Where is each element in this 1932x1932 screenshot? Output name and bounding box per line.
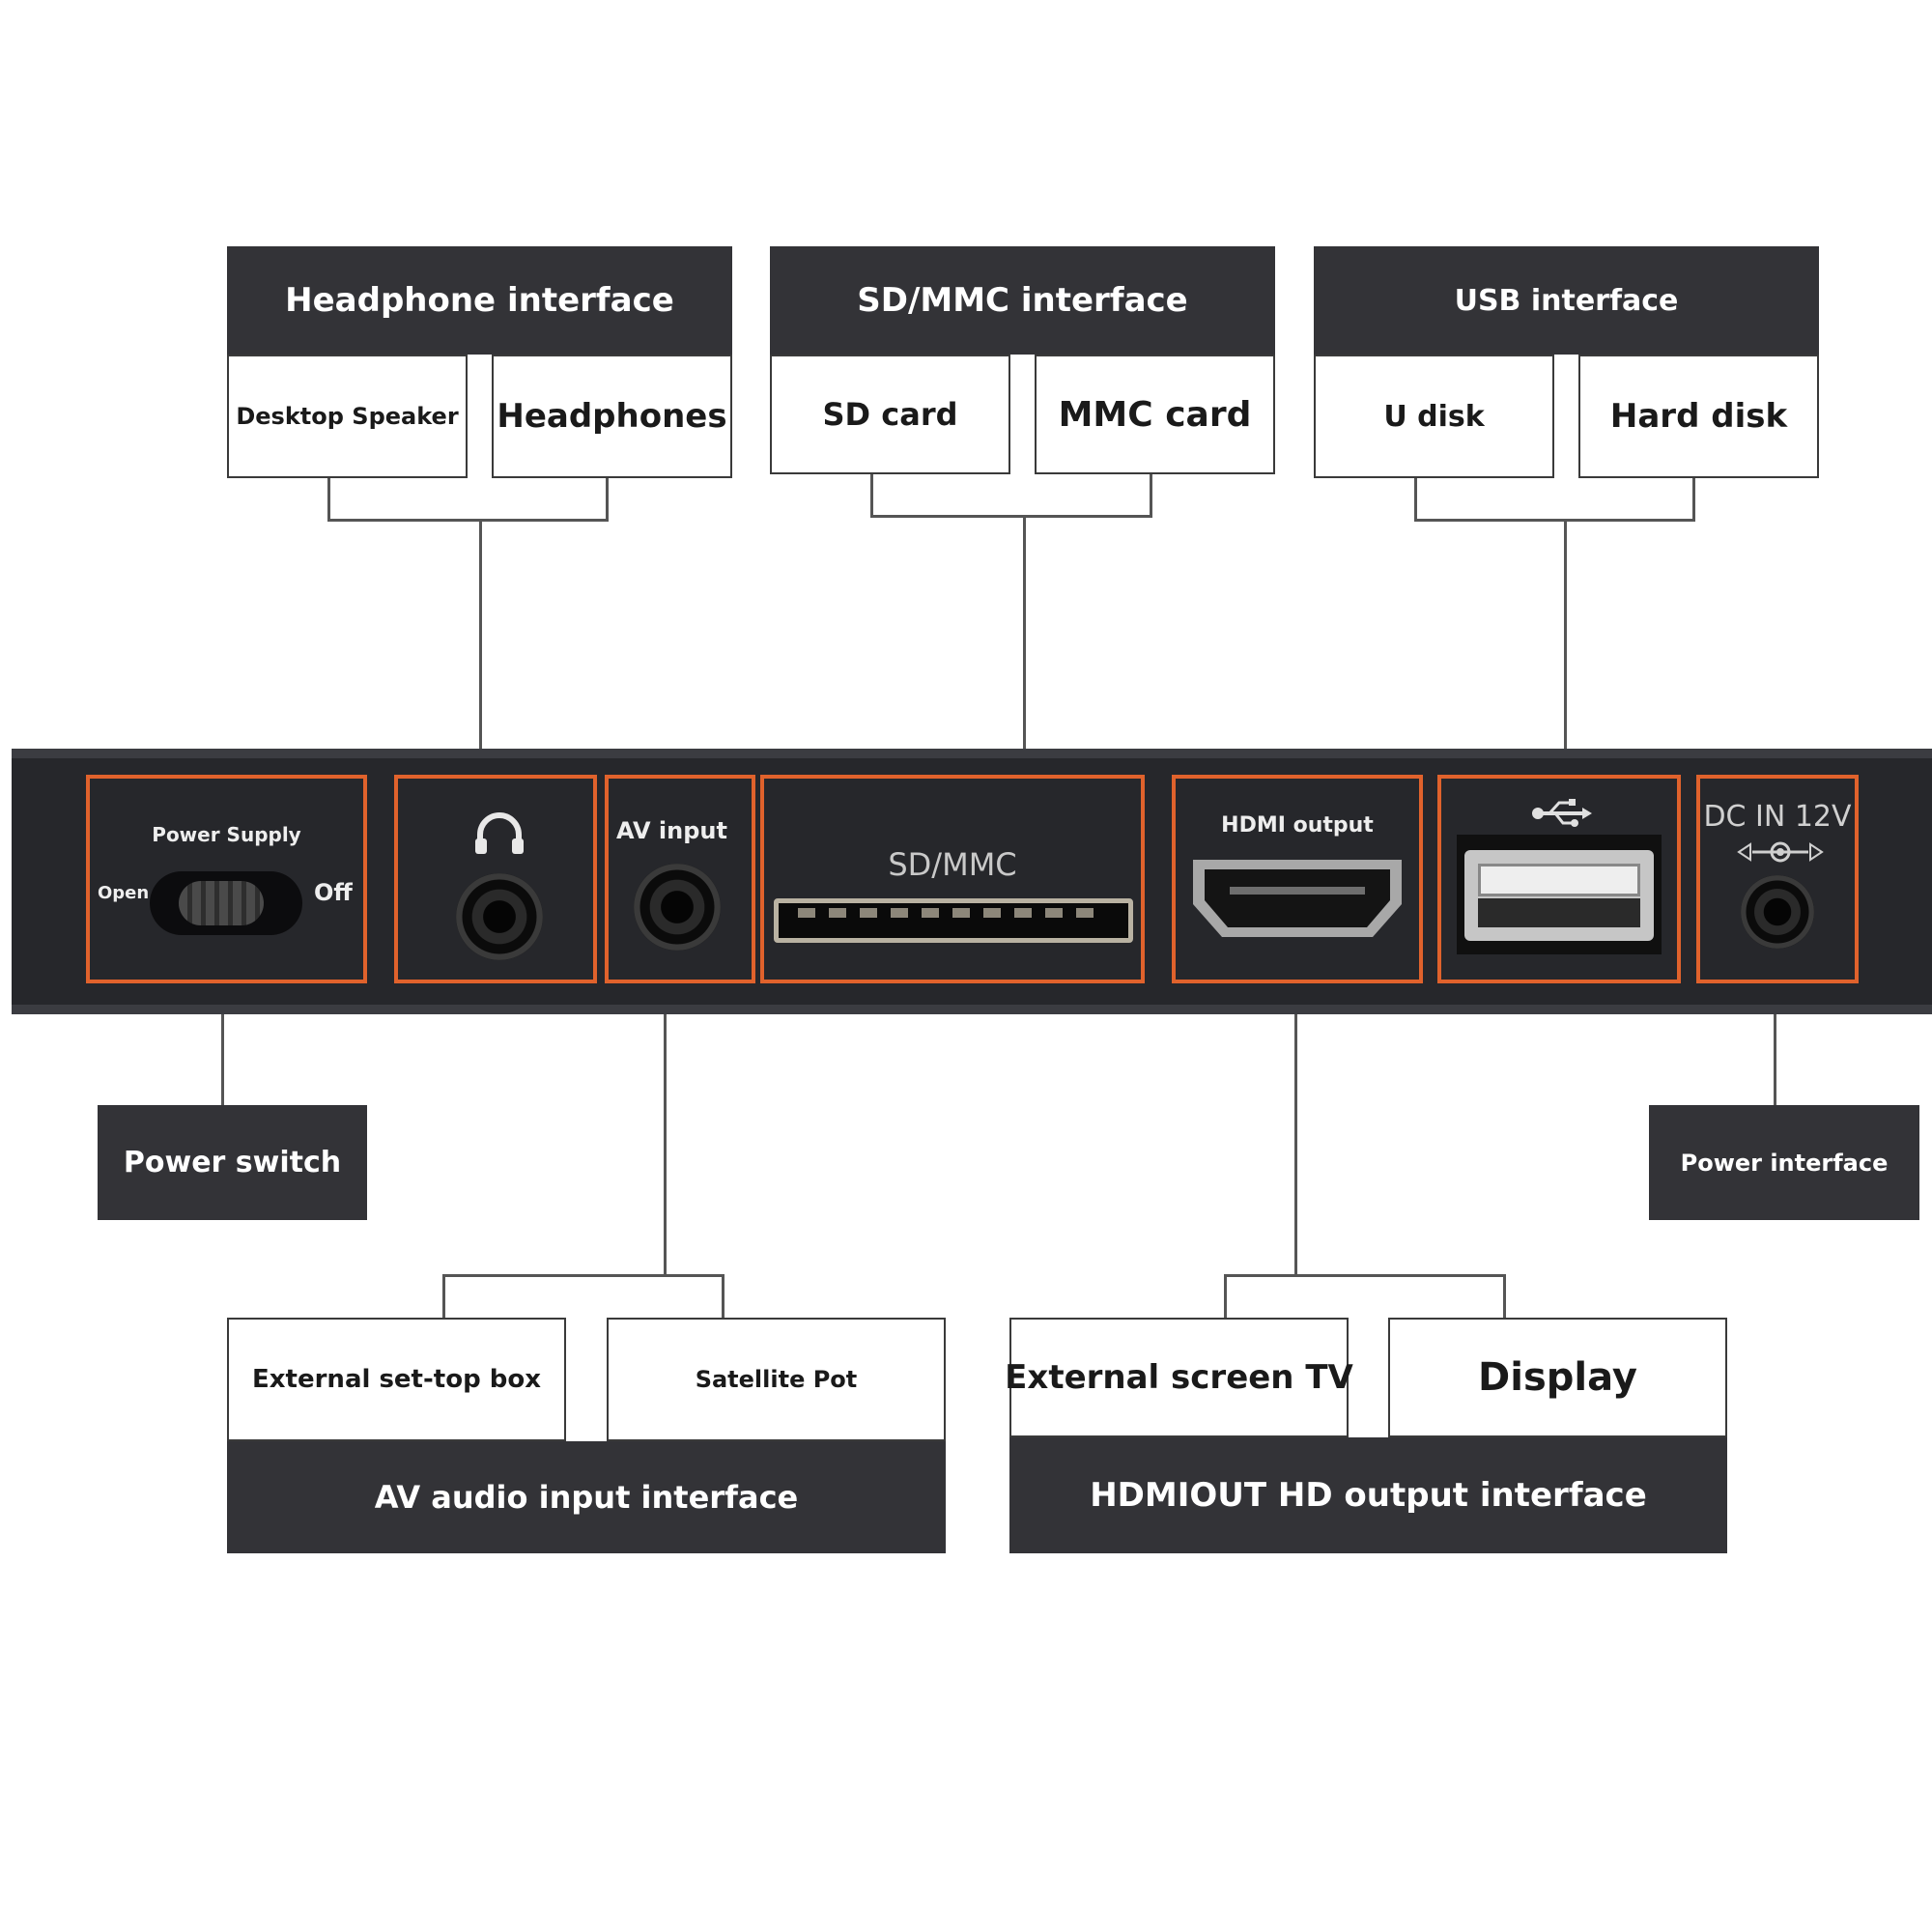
usb-icon (1532, 799, 1592, 827)
connector-line (327, 519, 609, 522)
power-switch-label-box: Power switch (98, 1105, 367, 1220)
av-input-jack[interactable] (634, 864, 721, 951)
connector-line (1224, 1274, 1506, 1277)
sd-card-box: SD card (770, 355, 1010, 474)
connector-line (1503, 1274, 1506, 1319)
external-screen-tv-label: External screen TV (1005, 1358, 1353, 1397)
headphones-icon (475, 812, 524, 854)
headphone-interface-title: Headphone interface (285, 281, 674, 320)
desktop-speaker-label: Desktop Speaker (236, 403, 459, 430)
open-label: Open (98, 883, 150, 903)
usb-shell (1464, 850, 1654, 941)
u-disk-box: U disk (1314, 355, 1554, 478)
external-set-top-box-label: External set-top box (252, 1365, 541, 1394)
dc-in-jack[interactable] (1741, 875, 1814, 949)
hdmi-output-label: HDMI output (1221, 813, 1374, 838)
sdmmc-interface-header: SD/MMC interface (770, 246, 1275, 355)
external-set-top-box-box: External set-top box (227, 1318, 566, 1441)
switch-knob (179, 881, 264, 925)
satellite-pot-box: Satellite Pot (607, 1318, 946, 1441)
hard-disk-label: Hard disk (1609, 397, 1788, 436)
power-toggle-switch[interactable] (150, 871, 302, 935)
headphones-label: Headphones (497, 397, 727, 436)
satellite-pot-label: Satellite Pot (695, 1366, 858, 1393)
mmc-card-label: MMC card (1058, 394, 1252, 435)
hard-disk-box: Hard disk (1578, 355, 1819, 478)
external-screen-tv-box: External screen TV (1005, 1318, 1353, 1437)
connector-line (327, 478, 330, 521)
connector-line (664, 1014, 667, 1277)
sdmmc-card-slot[interactable] (774, 898, 1133, 943)
u-disk-label: U disk (1383, 399, 1485, 434)
av-audio-input-interface-title: AV audio input interface (374, 1479, 799, 1516)
connector-line (442, 1274, 724, 1277)
desktop-speaker-box: Desktop Speaker (227, 355, 468, 478)
usb-socket[interactable] (1457, 835, 1662, 954)
power-switch-port: Power Supply Open Off (86, 775, 367, 983)
connector-line (722, 1274, 724, 1319)
headphone-interface-header: Headphone interface (227, 246, 732, 355)
connector-line (1414, 478, 1417, 521)
connector-line (221, 1014, 224, 1106)
display-box: Display (1388, 1318, 1727, 1437)
connector-line (1692, 478, 1695, 521)
connector-line (479, 519, 482, 749)
connector-line (606, 478, 609, 521)
sdmmc-slot-port: SD/MMC (760, 775, 1145, 983)
hdmiout-hd-output-interface-title: HDMIOUT HD output interface (1090, 1476, 1647, 1515)
connector-line (442, 1274, 445, 1319)
usb-interface-header: USB interface (1314, 246, 1819, 355)
display-label: Display (1478, 1355, 1637, 1400)
connector-line (1224, 1274, 1227, 1319)
usb-interface-title: USB interface (1454, 283, 1679, 318)
av-audio-input-interface-header: AV audio input interface (227, 1441, 946, 1553)
power-interface-label: Power interface (1680, 1149, 1889, 1177)
hdmiout-hd-output-interface-header: HDMIOUT HD output interface (1009, 1437, 1727, 1553)
connector-line (1150, 474, 1152, 518)
connector-line (870, 515, 1152, 518)
polarity-icon (1737, 841, 1824, 863)
sd-card-label: SD card (822, 396, 958, 433)
hdmi-output-port: HDMI output (1172, 775, 1423, 983)
headphone-jack[interactable] (456, 873, 543, 960)
headphone-port (394, 775, 597, 983)
connector-line (1294, 1014, 1297, 1277)
connector-line (1774, 1014, 1776, 1106)
sdmmc-interface-title: SD/MMC interface (857, 281, 1188, 320)
off-label: Off (314, 879, 353, 906)
hdmi-connector-icon[interactable] (1187, 854, 1407, 943)
dc-in-port: DC IN 12V (1696, 775, 1859, 983)
connector-line (1023, 515, 1026, 749)
power-switch-label: Power switch (123, 1146, 342, 1179)
sdmmc-panel-label: SD/MMC (888, 846, 1017, 883)
power-supply-label: Power Supply (152, 823, 301, 846)
connector-line (1414, 519, 1695, 522)
slot-contacts (798, 908, 1107, 918)
dc-in-label: DC IN 12V (1703, 800, 1852, 834)
power-interface-label-box: Power interface (1649, 1105, 1919, 1220)
connector-line (1564, 519, 1567, 749)
connector-line (870, 474, 873, 518)
mmc-card-box: MMC card (1035, 355, 1275, 474)
usb-port (1437, 775, 1681, 983)
av-input-label: AV input (616, 817, 727, 844)
av-input-port: AV input (605, 775, 755, 983)
usb-tongue (1478, 864, 1640, 896)
usb-cavity (1478, 898, 1640, 927)
headphones-box: Headphones (492, 355, 732, 478)
